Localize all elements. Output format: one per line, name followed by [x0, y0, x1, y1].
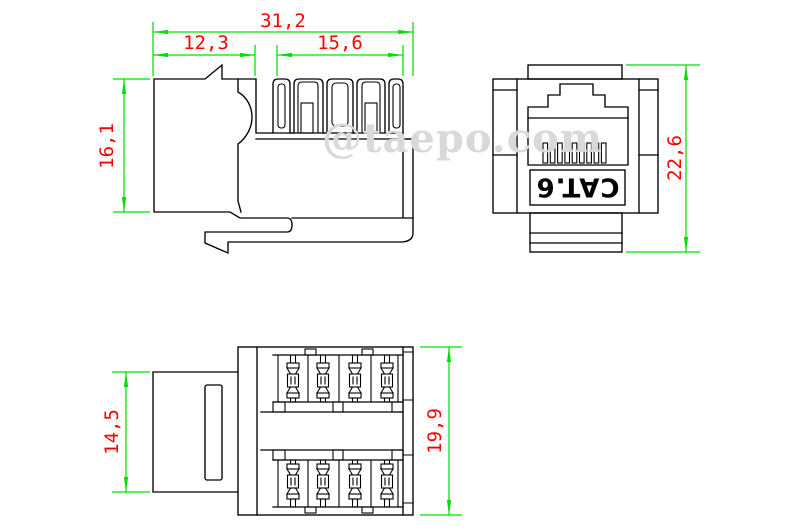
rear-block-outline — [152, 371, 239, 493]
contact-pin — [542, 142, 549, 164]
dimension-side-height: 16,1 — [96, 78, 150, 213]
dim-label-idc-section-width: 15,6 — [317, 32, 363, 54]
idc-contact — [316, 354, 330, 403]
side-view-outline — [153, 63, 414, 255]
idc-contact — [380, 459, 394, 508]
dim-label-total-width: 31,2 — [260, 10, 306, 32]
idc-row-top — [260, 348, 404, 413]
dimension-body-width: 12,3 — [153, 32, 256, 76]
idc-contact — [348, 459, 362, 508]
rear-block-slot — [204, 384, 223, 481]
contact-pin — [578, 142, 585, 164]
comb-slot-3 — [331, 82, 349, 127]
dimension-front-height: 22,6 — [626, 64, 700, 253]
watermark: @taepo.com — [322, 115, 603, 162]
contact-pin — [593, 142, 600, 164]
idc-contact — [316, 459, 330, 508]
idc-post-1 — [300, 102, 314, 134]
contact-pin — [571, 142, 578, 164]
idc-row-bottom — [260, 449, 404, 514]
dimension-bottom-width: 19,9 — [420, 346, 462, 516]
idc-comb-base-lines — [255, 132, 414, 219]
front-view: CAT.6 — [492, 64, 659, 253]
idc-contact — [380, 354, 394, 403]
dim-label-front-height: 22,6 — [664, 135, 686, 181]
side-view — [153, 63, 414, 255]
dimension-total-width: 31,2 — [152, 10, 414, 76]
category-label-box — [529, 169, 626, 206]
dimension-idc-section-width: 15,6 — [276, 32, 404, 76]
contact-pin — [586, 142, 592, 164]
contact-pin — [600, 142, 607, 164]
dim-label-body-width: 12,3 — [183, 32, 229, 54]
dim-label-side-height: 16,1 — [96, 123, 118, 169]
idc-contact — [348, 354, 362, 403]
contact-pin — [564, 142, 571, 164]
comb-slot-5 — [392, 83, 401, 129]
front-face-inner-edges — [516, 78, 640, 214]
comb-slot-1 — [277, 83, 286, 129]
comb-slot-4 — [361, 81, 381, 134]
contact-pin — [557, 142, 563, 164]
idc-contact — [286, 459, 300, 508]
dimension-rear-block-height: 14,5 — [101, 371, 150, 493]
side-wing-notches — [492, 89, 659, 156]
category-label: CAT.6 — [536, 172, 620, 202]
comb-slot-2 — [297, 81, 319, 134]
bottom-spring-tab-lines — [529, 232, 623, 244]
rj45-contact-pins — [542, 142, 607, 164]
bottom-view — [152, 346, 414, 516]
side-body-curve-detail — [237, 78, 253, 213]
idc-post-2 — [364, 102, 378, 134]
idc-contact — [286, 354, 300, 403]
right-wall-notches — [402, 351, 414, 504]
top-mounting-tab — [527, 64, 623, 80]
dim-label-rear-block-height: 14,5 — [101, 409, 123, 455]
bottom-inner-walls — [256, 346, 404, 516]
rj45-port-outline — [527, 83, 629, 166]
contact-pin — [549, 142, 556, 164]
bottom-body-outline — [237, 346, 414, 516]
dim-label-bottom-width: 19,9 — [424, 408, 446, 454]
